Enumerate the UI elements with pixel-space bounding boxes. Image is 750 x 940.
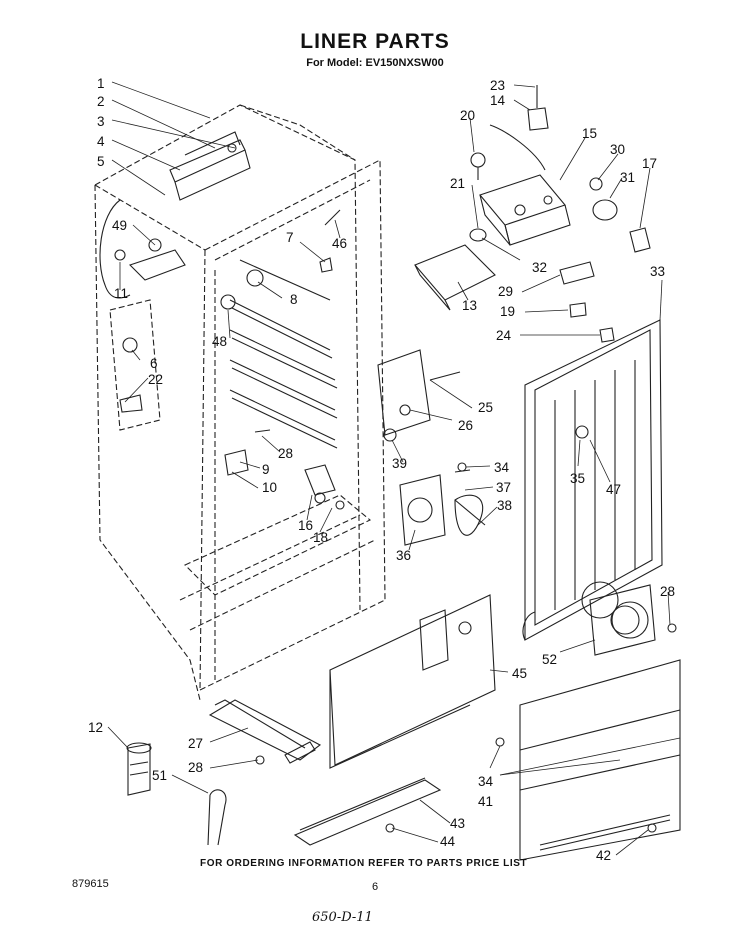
document-number: 879615 <box>72 878 109 890</box>
callout-36: 36 <box>396 548 411 563</box>
callout-21: 21 <box>450 176 465 191</box>
callout-8: 8 <box>290 292 298 307</box>
callout-14: 14 <box>490 93 506 108</box>
callout-24: 24 <box>496 328 512 343</box>
callout-12: 12 <box>88 720 103 735</box>
callout-34-upper: 34 <box>494 460 510 475</box>
callout-29: 29 <box>498 284 513 299</box>
callout-43: 43 <box>450 816 465 831</box>
callout-47: 47 <box>606 482 621 497</box>
callout-16: 16 <box>298 518 313 533</box>
screws <box>255 462 505 765</box>
callout-10: 10 <box>262 480 277 495</box>
callout-41: 41 <box>478 794 493 809</box>
small-fasteners <box>559 261 615 343</box>
callout-32: 32 <box>532 260 547 275</box>
callout-17: 17 <box>642 156 657 171</box>
evaporator-bracket <box>377 349 461 436</box>
callout-3: 3 <box>97 114 105 129</box>
callout-51: 51 <box>152 768 167 783</box>
control-knobs <box>589 177 651 253</box>
base-rail <box>208 699 322 764</box>
callout-25: 25 <box>478 400 493 415</box>
callout-13: 13 <box>462 298 477 313</box>
callout-39: 39 <box>392 456 407 471</box>
callout-52: 52 <box>542 652 557 667</box>
callout-33: 33 <box>650 264 665 279</box>
grille-bracket <box>589 584 677 656</box>
callout-45: 45 <box>512 666 527 681</box>
shelf-rails <box>229 259 338 449</box>
callout-28-base: 28 <box>188 760 203 775</box>
ordering-footer: FOR ORDERING INFORMATION REFER TO PARTS … <box>200 858 528 869</box>
light-housing <box>169 131 251 201</box>
model-line: For Model: EV150NXSW00 <box>306 57 444 69</box>
light-shield <box>414 244 496 311</box>
callout-42: 42 <box>596 848 611 863</box>
evaporator-cover <box>522 319 663 641</box>
callout-35: 35 <box>570 471 585 486</box>
page-title: LINER PARTS <box>300 30 450 53</box>
callout-48: 48 <box>212 334 227 349</box>
fan-assembly <box>383 428 486 546</box>
leveling-leg <box>126 742 152 796</box>
switch-parts <box>489 85 549 171</box>
callout-1: 1 <box>97 76 105 91</box>
callout-2: 2 <box>97 94 105 109</box>
control-housing <box>479 174 571 246</box>
callout-31: 31 <box>620 170 635 185</box>
callout-19: 19 <box>500 304 515 319</box>
callout-26: 26 <box>458 418 473 433</box>
wire-harness <box>99 199 186 299</box>
callout-23: 23 <box>490 78 505 93</box>
callout-5: 5 <box>97 154 105 169</box>
liner-cabinet <box>94 104 386 701</box>
callout-38: 38 <box>497 498 512 513</box>
callout-6: 6 <box>150 356 158 371</box>
callout-labels: 1 2 3 4 5 49 11 6 22 48 7 46 8 28 9 10 1… <box>88 76 675 863</box>
callout-22: 22 <box>148 372 163 387</box>
callout-9: 9 <box>262 462 270 477</box>
callout-30: 30 <box>610 142 625 157</box>
drain-tube <box>207 789 227 846</box>
base-grille <box>519 659 681 861</box>
callout-28-right: 28 <box>660 584 675 599</box>
leader-lines <box>107 81 681 856</box>
handwritten-note: 650-D-11 <box>312 910 373 925</box>
lamp-bulb-parts <box>469 152 487 242</box>
callout-28-left: 28 <box>278 446 293 461</box>
callout-34-lower: 34 <box>478 774 494 789</box>
callout-27: 27 <box>188 736 203 751</box>
divider-panel <box>329 594 496 769</box>
drain-pan <box>293 777 442 846</box>
callout-15: 15 <box>582 126 597 141</box>
page-number: 6 <box>372 881 379 893</box>
callout-37: 37 <box>496 480 511 495</box>
callout-44: 44 <box>440 834 456 849</box>
callout-11: 11 <box>114 286 128 301</box>
callout-7: 7 <box>286 230 294 245</box>
callout-18: 18 <box>313 530 328 545</box>
callout-49: 49 <box>112 218 127 233</box>
lamp-socket-parts <box>220 209 341 310</box>
hinge-parts <box>224 429 345 510</box>
callout-46: 46 <box>332 236 347 251</box>
callout-4: 4 <box>97 134 105 149</box>
callout-20: 20 <box>460 108 475 123</box>
thermostat-parts <box>119 337 143 413</box>
